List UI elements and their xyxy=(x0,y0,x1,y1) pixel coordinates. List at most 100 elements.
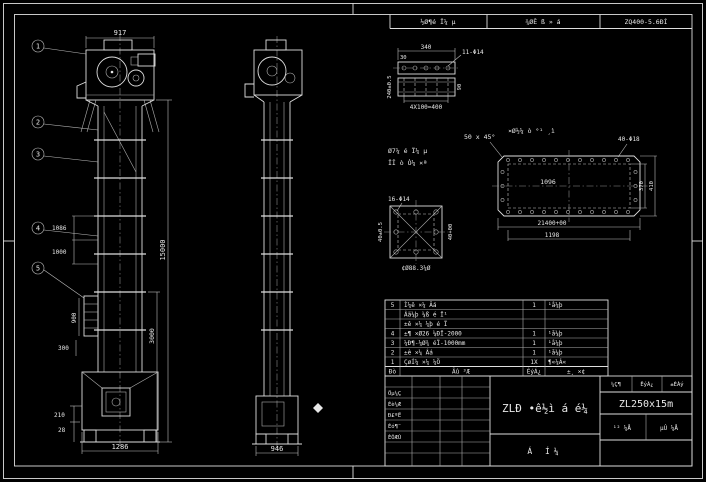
plate-detail: 50 x 45° ¤Ø½¼ ò °¹ ¸ì 40-Φ18 1096 21400+… xyxy=(464,127,657,241)
balloon-2: 2 xyxy=(36,119,40,127)
dim-1086: 1086 xyxy=(52,225,67,232)
bom-cell: 3 xyxy=(391,340,395,347)
dim-plate-370: 370 xyxy=(639,181,645,191)
bom-cell: 1X xyxy=(530,359,538,366)
section-marker xyxy=(313,403,323,413)
rev-label: Ð£ºË xyxy=(388,412,401,419)
channel-detail: 340 30 11-Φ14 4X100=400 240±0.5 90 Ø7¼ é… xyxy=(387,44,484,167)
bom-cell: 1 xyxy=(532,340,536,347)
dim-plate-length: 21400+00 xyxy=(538,220,567,227)
dim-plate-1096: 1096 xyxy=(540,178,556,186)
front-view-boot xyxy=(80,371,160,443)
sheet-border xyxy=(3,3,703,479)
channel-holes-note: 11-Φ14 xyxy=(462,49,484,56)
bom-cell: ±ê ×¼ Âá xyxy=(404,350,433,357)
bom-cell: ¶«¼Á« xyxy=(548,359,566,366)
bom-cell: ¹å¼þ xyxy=(548,331,563,338)
plate-title: ¤Ø½¼ ò °¹ ¸ì xyxy=(508,127,555,135)
front-view-dimensions: 917 15000 3000 1086 1000 900 300 210 28 … xyxy=(31,29,172,454)
bom-row: 1 ÇøÍ¼ ×¼ ¼Ö 1X ¶«¼Á« xyxy=(391,358,567,366)
dim-flange-right: 40+00 xyxy=(448,224,454,241)
top-title-strip: ½Ø¶é Ï¼ µ ¾ØÊ ß » á ZQ400-5.6ÐÍ xyxy=(389,14,692,29)
flange-detail: 16-Φ14 40±0.5 40+00 ¢Ø88.3¼Ø xyxy=(378,196,454,272)
bom-cell: Ì¼ê ×¼ Âá xyxy=(404,302,437,309)
bom-cell: 1 xyxy=(391,359,395,366)
balloon-4: 4 xyxy=(36,225,40,233)
dim-channel-240: 240±0.5 xyxy=(387,75,393,98)
dim-28: 28 xyxy=(58,427,66,434)
bom-cell: ±¶ ×Ø26 ¼ÐÏ-2000 xyxy=(404,331,462,338)
front-view-head xyxy=(76,39,160,133)
dim-300: 300 xyxy=(58,345,69,352)
bom-header-cell: Ðò xyxy=(389,369,397,376)
bom-header-cell: ÊýÁ¿ xyxy=(527,368,541,376)
drawing-title: ZLÐ •ê½ì á é¼ xyxy=(502,402,588,415)
rev-label: Éó¶¨ xyxy=(388,422,401,430)
dim-lower-height: 3000 xyxy=(148,328,156,344)
bom-header-cell: Ãû ³Æ xyxy=(452,369,470,376)
dim-head-width: 917 xyxy=(114,29,127,37)
channel-note-2: ÏÎ ò Ò¼ ×ª xyxy=(388,158,427,167)
dim-plate-1198: 1198 xyxy=(545,232,560,239)
side-view-dimensions: 946 xyxy=(255,445,299,456)
dim-channel-90: 90 xyxy=(457,84,463,91)
bom-cell: ¼Ð¶-¼Ø¾ éÏ-1000mm xyxy=(404,340,466,347)
balloon-1: 1 xyxy=(36,43,40,51)
bom-cell: 2 xyxy=(391,350,395,357)
flange-holes-note: 16-Φ14 xyxy=(388,196,410,203)
strip-label-2: ¾ØÊ ß » á xyxy=(525,17,560,26)
dim-plate-410: 410 xyxy=(649,181,655,191)
part-balloons: 1 2 3 4 5 xyxy=(31,39,99,299)
bom-table: 5 Ì¼ê ×¼ Âá 1 ¹å¼þ Âã¼þ ¼ß é Ï¹ ±ê ×¼ ¼þ… xyxy=(384,299,609,377)
dim-total-height: 15000 xyxy=(159,239,167,260)
title-block: Öµ¼Ç Éè¼Æ Ð£ºË Éó¶¨ ÈÕÆÚ ZLÐ •ê½ì á é¼ Á… xyxy=(384,375,693,467)
bom-cell: ¹å¼þ xyxy=(548,340,563,347)
dim-flange-bottom: ¢Ø88.3¼Ø xyxy=(402,265,431,272)
bom-cell: ±ê ×¼ ¼þ é Ï xyxy=(404,321,448,328)
bom-cell: ¹å¼þ xyxy=(548,350,563,357)
rev-label: ÈÕÆÚ xyxy=(388,433,401,441)
title-cell: ¹² ¼Å xyxy=(613,425,631,432)
balloon-3: 3 xyxy=(36,151,40,159)
bom-row: ±ê ×¼ ¼þ é Ï xyxy=(404,321,448,328)
dim-210: 210 xyxy=(54,412,65,419)
strip-label-1: ½Ø¶é Ï¼ µ xyxy=(420,17,455,26)
dim-side-base-width: 946 xyxy=(271,445,284,453)
drawing-subtitle: Á Í¼ xyxy=(527,445,562,456)
chamfer-note: 50 x 45° xyxy=(464,133,495,141)
bom-cell: Âã¼þ ¼ß é Ï¹ xyxy=(404,312,447,319)
bom-header-row: Ðò Ãû ³Æ ÊýÁ¿ ±¸ ×¢ xyxy=(389,368,586,376)
dim-channel-length: 340 xyxy=(421,44,432,51)
strip-label-3: ZQ400-5.6ÐÍ xyxy=(624,17,667,26)
bom-header-cell: ±¸ ×¢ xyxy=(567,369,585,376)
dim-hole-spacing: 4X100=400 xyxy=(410,104,443,111)
dim-900: 900 xyxy=(71,312,78,323)
title-cell: ÊýÁ¿ xyxy=(640,380,653,388)
front-view-casing xyxy=(83,106,146,372)
dim-channel-30: 30 xyxy=(400,55,407,61)
plate-holes-note: 40-Φ18 xyxy=(618,136,640,143)
bom-row: Âã¼þ ¼ß é Ï¹ xyxy=(404,312,447,319)
bom-cell: ¹å¼þ xyxy=(548,302,563,309)
bom-row: 3 ¼Ð¶-¼Ø¾ éÏ-1000mm 1 ¹å¼þ xyxy=(391,340,563,347)
bom-row: 5 Ì¼ê ×¼ Âá 1 ¹å¼þ xyxy=(391,302,563,309)
channel-note-1: Ø7¼ é Ï¼ µ xyxy=(388,146,427,155)
title-cell: ±ÈÀý xyxy=(670,380,684,388)
dim-base-width: 1286 xyxy=(112,443,129,451)
bom-cell: 1 xyxy=(532,350,536,357)
bom-cell: 1 xyxy=(532,302,536,309)
dim-1000: 1000 xyxy=(52,249,67,256)
title-cell: µÚ ¼Å xyxy=(660,425,678,432)
bom-row: 4 ±¶ ×Ø26 ¼ÐÏ-2000 1 ¹å¼þ xyxy=(391,331,563,338)
title-cell: ¼Ç¶ xyxy=(611,382,621,388)
balloon-5: 5 xyxy=(36,265,40,273)
bom-cell: ÇøÍ¼ ×¼ ¼Ö xyxy=(404,358,441,366)
bom-cell: 5 xyxy=(391,302,395,309)
side-view xyxy=(244,36,303,450)
revision-grid: Öµ¼Ç Éè¼Æ Ð£ºË Éó¶¨ ÈÕÆÚ xyxy=(385,376,490,466)
bom-cell: 4 xyxy=(391,331,395,338)
model-number: ZL250x15m xyxy=(619,399,673,410)
front-view xyxy=(76,34,160,448)
